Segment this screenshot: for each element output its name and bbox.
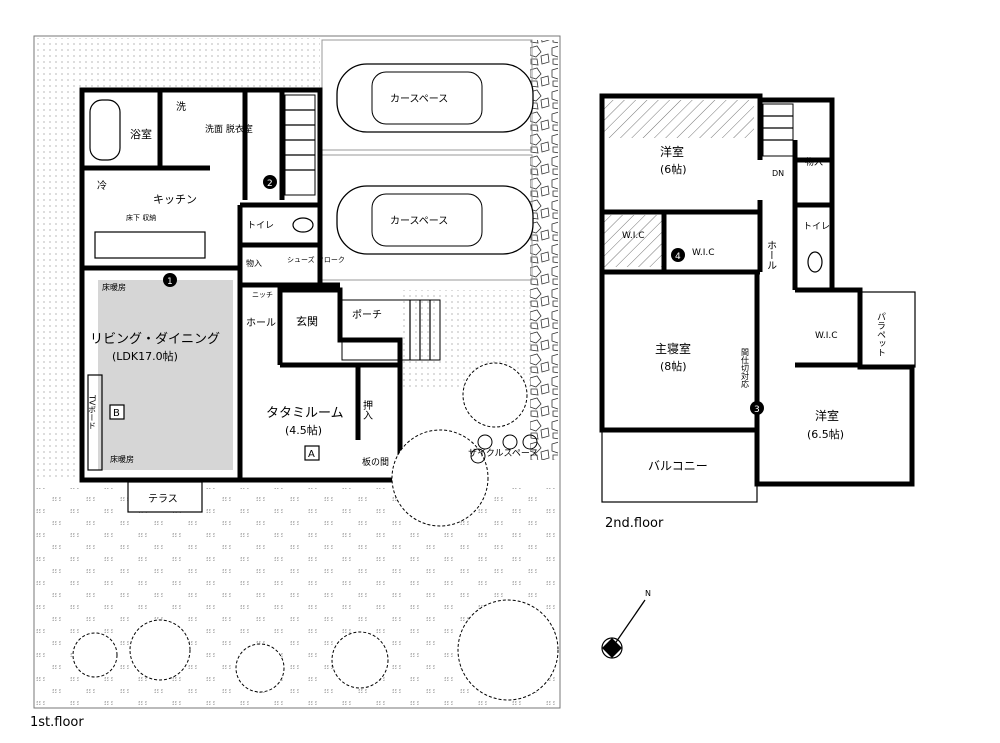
room-master-size: (8帖) xyxy=(660,360,687,373)
label-floor-heating-1: 床暖房 xyxy=(102,282,126,292)
bathtub xyxy=(89,99,121,161)
room-living: リビング・ダイニング xyxy=(90,332,220,347)
label-future-partition: 間仕切対応 xyxy=(741,348,750,389)
room-ldk-size: (LDK17.0帖) xyxy=(112,350,178,363)
label-floor-heating-2: 床暖房 xyxy=(110,454,134,464)
car-2-icon xyxy=(336,185,534,255)
terrace xyxy=(127,481,203,513)
stairs-floor2 xyxy=(762,103,794,157)
room-wash: 洗 xyxy=(176,101,186,113)
floor-heating-area xyxy=(98,280,233,470)
room-toilet-1: トイレ xyxy=(247,221,274,231)
room-tatami-size: (4.5帖) xyxy=(285,424,322,437)
stone-path xyxy=(530,40,558,460)
side-yard-left xyxy=(36,38,80,478)
compass-north-label: N xyxy=(645,589,651,598)
room-wic-1: W.I.C xyxy=(622,231,645,241)
roof-hatch-top xyxy=(604,100,754,138)
room-niche: ニッチ xyxy=(252,291,273,299)
room-closet-1: 物入 xyxy=(246,258,262,268)
floor1-outer-wall xyxy=(79,87,403,483)
room-western-2: 洋室 xyxy=(815,408,839,423)
room-toilet-2: トイレ xyxy=(803,222,830,232)
room-bonsai-shelf: 板の間 xyxy=(362,456,389,468)
tv-board xyxy=(87,374,103,471)
marker-b: B xyxy=(109,404,125,420)
toilet-fixture-1 xyxy=(292,217,314,233)
room-western-1-size: (6帖) xyxy=(660,163,687,176)
room-hall-2: ホール xyxy=(765,240,777,270)
svg-text:B: B xyxy=(113,408,120,419)
bicycle-icons xyxy=(470,434,538,464)
room-bath: 浴室 xyxy=(130,127,152,141)
room-kitchen: キッチン xyxy=(153,193,197,206)
kitchen-counter xyxy=(94,231,206,259)
compass-icon: N xyxy=(601,589,651,659)
lot-boundary xyxy=(33,35,561,709)
room-hall-1: ホール xyxy=(246,317,276,329)
marker-a: A xyxy=(304,445,320,461)
side-yard-top xyxy=(80,38,320,90)
room-western-2-size: (6.5帖) xyxy=(807,428,844,441)
svg-text:A: A xyxy=(308,449,315,460)
room-fridge: 冷 xyxy=(97,179,107,192)
label-balcony: バルコニー xyxy=(648,459,708,473)
marker-3: 3 xyxy=(750,401,764,415)
label-car-space-1: カースペース xyxy=(390,93,448,105)
balcony xyxy=(601,429,758,503)
roof-hatch-wic xyxy=(604,215,664,267)
floor1-plan: 浴室 洗 洗面 脱衣室 冷 キッチン 床下 収納 トイレ 物入 シューズ クロー… xyxy=(30,35,561,730)
room-closet-2: 物入 xyxy=(805,156,823,168)
room-wic-3: W.I.C xyxy=(815,331,838,341)
stairs-floor1 xyxy=(284,94,316,196)
svg-text:1: 1 xyxy=(167,277,173,287)
marker-4: 4 xyxy=(671,248,685,262)
svg-text:3: 3 xyxy=(754,405,760,415)
room-shoes-cloak: シューズ クローク xyxy=(287,255,345,264)
svg-text:4: 4 xyxy=(675,252,681,262)
room-dressing: 洗面 脱衣室 xyxy=(205,123,253,135)
label-terrace: テラス xyxy=(148,493,178,505)
room-underfloor-storage: 床下 収納 xyxy=(126,213,156,222)
trees xyxy=(72,362,559,701)
porch-steps xyxy=(341,299,441,361)
room-tatami: タタミルーム xyxy=(266,406,344,421)
label-tv-board: TVボード xyxy=(88,394,97,429)
parapet xyxy=(859,291,916,368)
room-oshiire: 押入 xyxy=(361,399,373,420)
floor2-plan: 洋室 (6帖) W.I.C W.I.C ホール 物入 トイレ W.I.C 主寝室… xyxy=(599,93,916,531)
toilet-fixture-2 xyxy=(807,251,823,273)
car-1-icon xyxy=(336,63,534,133)
label-dn: DN xyxy=(772,169,784,178)
label-car-space-2: カースペース xyxy=(390,215,448,227)
room-porch: ポーチ xyxy=(352,309,382,321)
svg-text:2: 2 xyxy=(267,179,273,189)
room-western-1: 洋室 xyxy=(660,144,684,159)
room-entrance: 玄関 xyxy=(296,314,318,328)
room-master: 主寝室 xyxy=(655,341,691,356)
label-parapet: パラペット xyxy=(875,312,886,357)
marker-2: 2 xyxy=(263,175,277,189)
caption-floor2: 2nd.floor xyxy=(605,516,664,531)
room-wic-2: W.I.C xyxy=(692,248,715,258)
caption-floor1: 1st.floor xyxy=(30,715,84,730)
marker-1: 1 xyxy=(163,273,177,287)
floor1-interior-walls xyxy=(82,90,400,480)
label-cycle-space: サイクルスペース xyxy=(468,448,538,459)
